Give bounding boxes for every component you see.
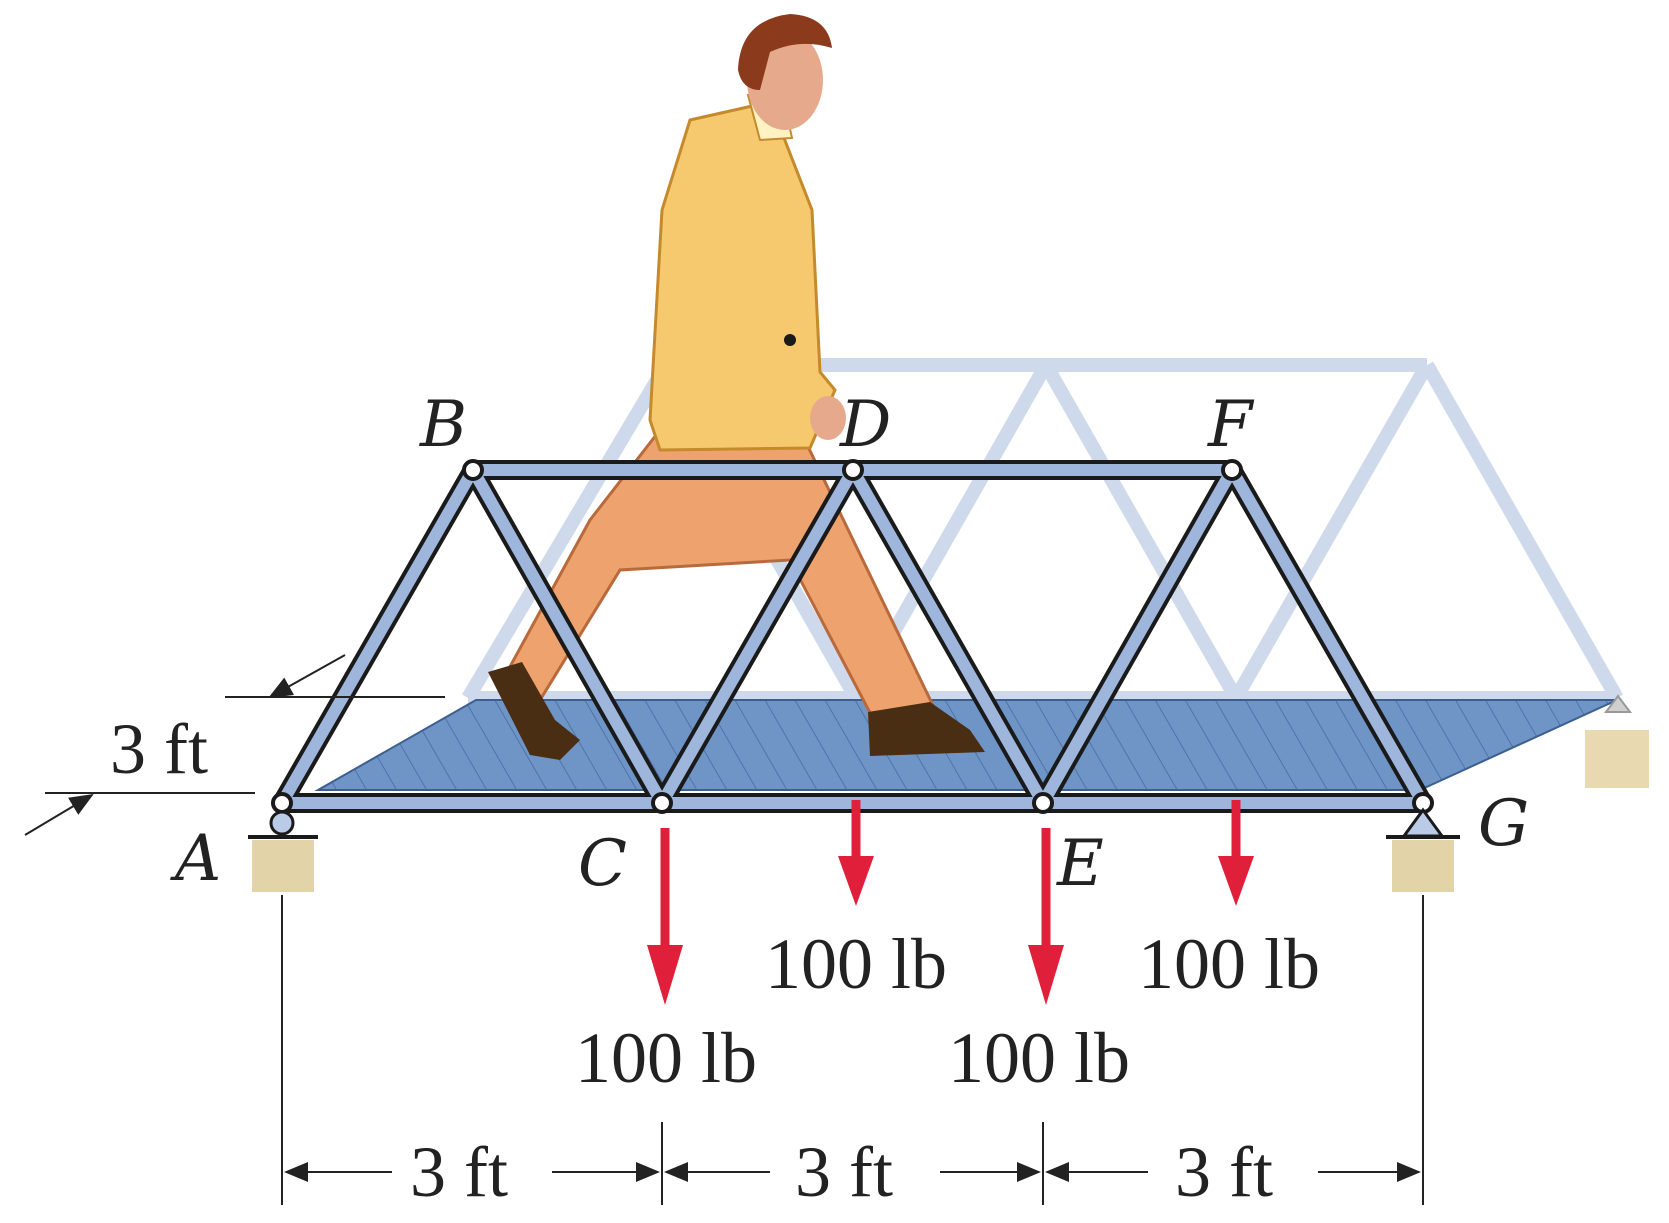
rear-support [1585, 730, 1649, 788]
span-dimensions [281, 895, 1424, 1205]
joint-c [651, 792, 673, 814]
load-label-f: 100 lb [1138, 924, 1320, 1004]
member-fg [1226, 464, 1429, 809]
width-dimension [24, 654, 445, 836]
joints [271, 459, 1434, 814]
node-label-f: F [1207, 388, 1255, 462]
node-label-a: A [170, 822, 221, 896]
jacket [648, 100, 837, 452]
load-arrows [647, 800, 1254, 1005]
node-label-g: G [1478, 787, 1529, 861]
member-bc [467, 464, 668, 809]
joint-d [842, 459, 864, 481]
node-label-e: E [1056, 827, 1104, 901]
dimension-label-ce: 3 ft [795, 1132, 893, 1212]
rear-shoe [488, 662, 580, 760]
hair [738, 14, 832, 90]
dimension-label-width: 3 ft [110, 709, 208, 789]
load-label-c: 100 lb [575, 1018, 757, 1098]
node-label-b: B [419, 388, 467, 462]
member-de [847, 464, 1049, 809]
dimension-label-eg: 3 ft [1175, 1132, 1273, 1212]
support-g [1386, 807, 1460, 892]
roller-icon [269, 810, 295, 836]
front-shoe [868, 702, 985, 756]
button [784, 334, 796, 346]
load-label-e: 100 lb [948, 1018, 1130, 1098]
joint-e [1032, 792, 1054, 814]
walking-person [488, 14, 985, 760]
dimension-label-ac: 3 ft [410, 1132, 508, 1212]
node-label-c: C [578, 827, 627, 901]
support-a [248, 810, 318, 892]
member-cd [656, 464, 859, 809]
hand [810, 396, 846, 440]
member-ab [276, 464, 479, 809]
joint-a [271, 792, 293, 814]
joint-f [1221, 459, 1243, 481]
pin-icon [1401, 807, 1445, 838]
load-label-d: 100 lb [765, 924, 947, 1004]
joint-b [462, 459, 484, 481]
node-label-d: D [839, 388, 891, 462]
member-ef [1037, 464, 1238, 809]
